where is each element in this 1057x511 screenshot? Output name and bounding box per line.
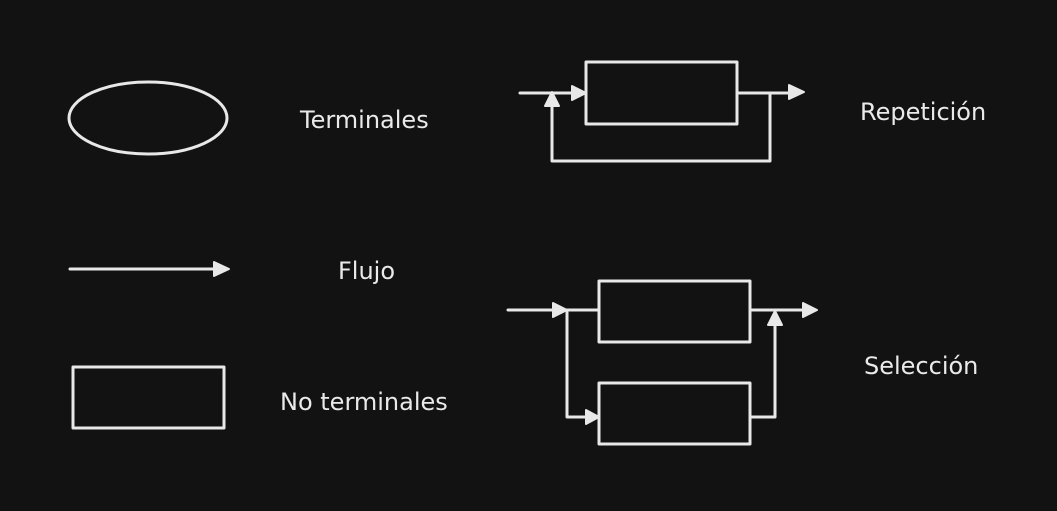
repetition-diagram [518,60,805,163]
nonterminal-label: No terminales [280,388,448,416]
selection-box-top [597,279,752,344]
flow-arrow [68,261,230,277]
terminal-ellipse [67,80,229,156]
selection-box-bottom [597,381,752,446]
selection-label: Selección [864,352,978,380]
repetition-label: Repetición [860,98,986,126]
repetition-loop-line [550,91,772,163]
nonterminal-box [71,365,226,430]
flow-label: Flujo [338,257,395,285]
selection-diagram [506,279,818,446]
terminal-label: Terminales [299,106,429,134]
repetition-box [584,60,739,126]
